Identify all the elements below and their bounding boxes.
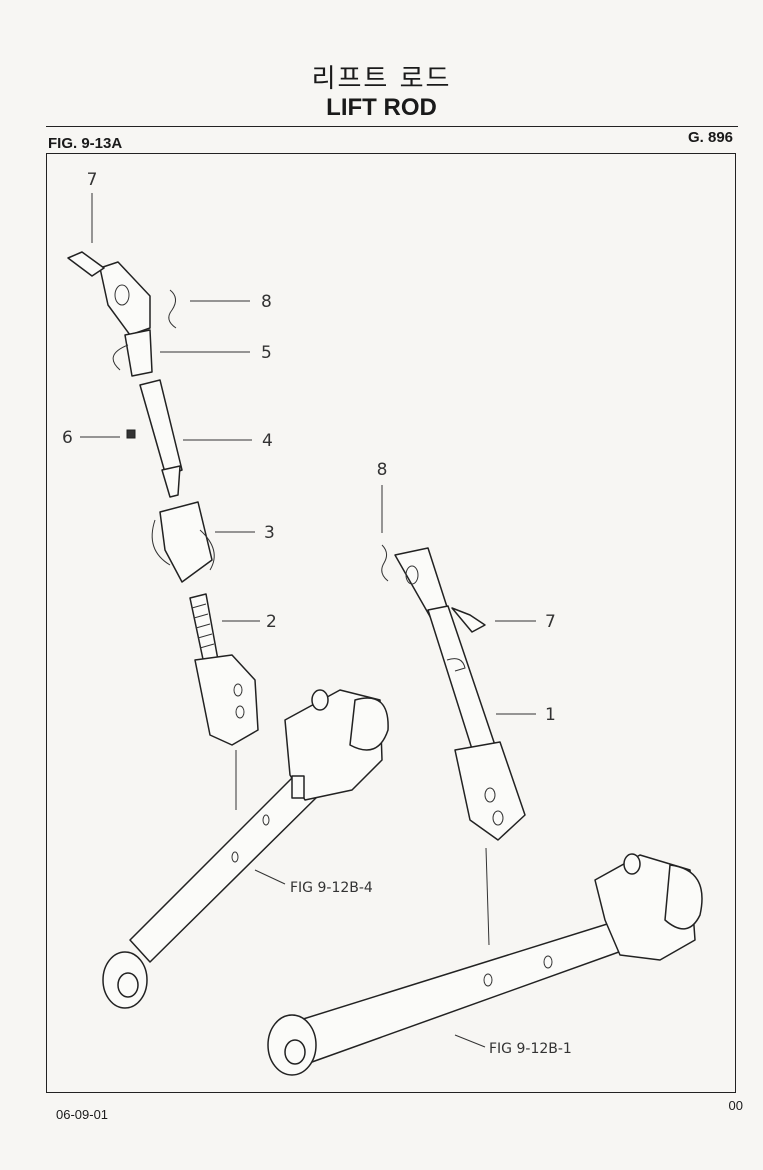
lock-nut-small [126, 429, 136, 439]
callout-7-upper: 7 [87, 170, 98, 190]
right-lift-rod-assembly [394, 547, 526, 841]
sleeve-bracket [151, 501, 215, 583]
ref-right-arm: FIG 9-12B-1 [489, 1041, 572, 1057]
r-clip-right [381, 544, 389, 582]
title-korean: 리프트 로드 [311, 64, 452, 94]
callout-6: 6 [62, 428, 73, 448]
callout-7-right: 7 [545, 612, 556, 632]
figure-number: FIG. 9-13A [48, 135, 123, 152]
threaded-end [189, 593, 219, 665]
header-rule [46, 126, 738, 127]
drawing-frame [46, 153, 736, 1093]
leader-lines [80, 193, 536, 1048]
clevis-yoke-upper [99, 261, 151, 336]
r-clip-upper [168, 289, 177, 329]
callout-8-upper: 8 [261, 292, 272, 312]
group-number: G. 896 [687, 129, 733, 146]
clevis-pin-right [451, 607, 486, 633]
callout-5: 5 [261, 343, 272, 363]
clevis-pin-upper [67, 251, 105, 277]
title-english: LIFT ROD [326, 94, 437, 121]
page-number: 00 [728, 1098, 743, 1113]
lower-clevis-plate [194, 654, 259, 746]
callout-8-right: 8 [377, 460, 388, 480]
ref-left-arm: FIG 9-12B-4 [290, 880, 373, 896]
callout-1: 1 [545, 705, 556, 725]
callout-2: 2 [266, 612, 277, 632]
handle-tube [112, 329, 153, 377]
threaded-shaft [139, 379, 183, 498]
callout-4: 4 [262, 431, 273, 451]
left-lower-link-arm [102, 689, 389, 1009]
footer-date: 06-09-01 [56, 1107, 109, 1122]
right-lower-link-arm [267, 853, 703, 1076]
callout-3: 3 [264, 523, 275, 543]
